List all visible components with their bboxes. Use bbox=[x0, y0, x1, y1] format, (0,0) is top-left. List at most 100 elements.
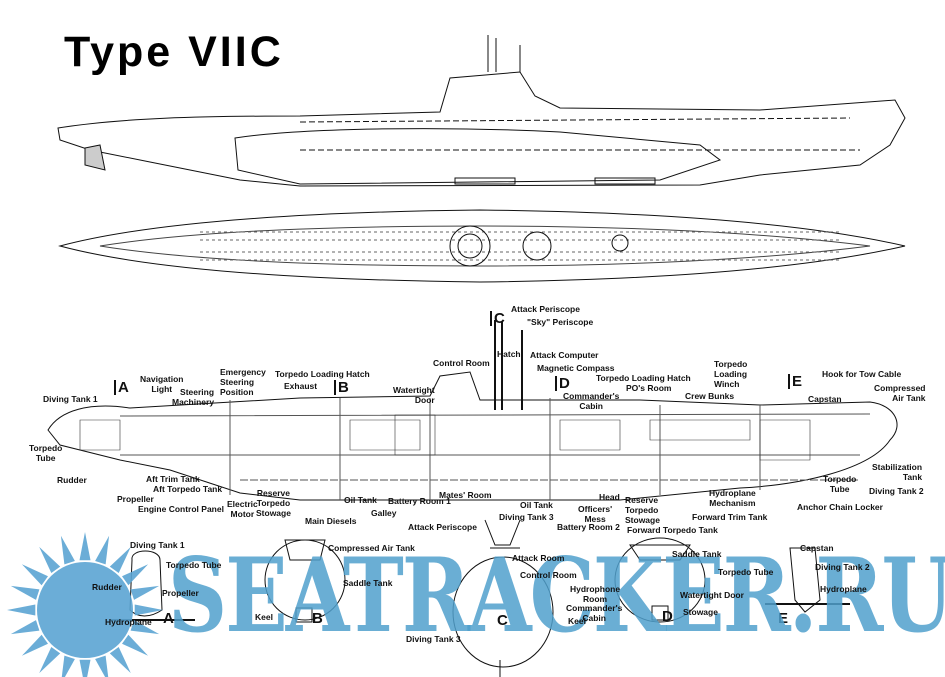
label-exhaust: Exhaust bbox=[284, 381, 318, 391]
label-reserve-torpedo-stowage-aft: Reserve Torpedo Stowage bbox=[256, 488, 291, 518]
label-hydroplane-mechanism: Hydroplane Mechanism bbox=[709, 488, 756, 508]
label-torpedo-tube-aft: Torpedo Tube bbox=[29, 443, 63, 463]
sunburst-ray bbox=[130, 585, 160, 600]
label-d-hydrophone-room: Hydrophone Room bbox=[570, 584, 621, 604]
label-b-compressed-air-tank: Compressed Air Tank bbox=[328, 543, 415, 553]
label-b-keel: Keel bbox=[255, 612, 273, 622]
label-electric-motor: Electric Motor bbox=[227, 499, 258, 519]
label-commanders-cabin: Commander's Cabin bbox=[563, 391, 620, 411]
section-marker-a: A bbox=[114, 380, 129, 395]
label-pos-room: PO's Room bbox=[626, 383, 672, 393]
label-torpedo-loading-hatch-aft: Torpedo Loading Hatch bbox=[275, 369, 370, 379]
cross-sections bbox=[110, 519, 850, 677]
section-e-letter: E bbox=[778, 610, 789, 627]
sunburst-ray bbox=[109, 546, 131, 573]
section-b-letter: B bbox=[312, 610, 323, 627]
cutaway-view bbox=[47, 320, 898, 501]
label-propeller: Propeller bbox=[117, 494, 154, 504]
label-e-torpedo-tube: Torpedo Tube bbox=[718, 567, 774, 577]
label-b-saddle-tank: Saddle Tank bbox=[343, 578, 393, 588]
label-rudder: Rudder bbox=[57, 475, 87, 485]
label-c-diving-tank-3: Diving Tank 3 bbox=[406, 634, 461, 644]
label-mates-room: Mates' Room bbox=[439, 490, 492, 500]
label-officers-mess: Officers' Mess bbox=[578, 504, 613, 524]
section-marker-b: B bbox=[334, 380, 349, 395]
sunburst-ray bbox=[95, 655, 109, 677]
label-d-stowage: Stowage bbox=[683, 607, 718, 617]
label-d-commanders-cabin: Commander's Cabin bbox=[566, 603, 623, 623]
label-e-diving-tank-2: Diving Tank 2 bbox=[815, 562, 870, 572]
sunburst-ray bbox=[21, 564, 48, 586]
label-main-diesels: Main Diesels bbox=[305, 516, 357, 526]
label-diving-tank-1: Diving Tank 1 bbox=[43, 394, 98, 404]
label-d-saddle-tank: Saddle Tank bbox=[672, 549, 722, 559]
label-steering-machinery: Steering Machinery bbox=[172, 387, 215, 407]
label-sky-periscope: "Sky" Periscope bbox=[527, 317, 594, 327]
sunburst-ray bbox=[21, 634, 48, 656]
label-forward-trim-tank: Forward Trim Tank bbox=[692, 512, 768, 522]
section-c-letter: C bbox=[497, 612, 508, 629]
label-crew-bunks: Crew Bunks bbox=[685, 391, 735, 401]
label-d-keel: Keel bbox=[568, 616, 586, 626]
label-control-room: Control Room bbox=[433, 358, 490, 368]
sunburst-ray bbox=[130, 620, 160, 635]
sunburst-ray bbox=[10, 620, 40, 635]
label-d-watertight-door: Watertight Door bbox=[680, 590, 744, 600]
sunburst-ray bbox=[109, 647, 131, 674]
watermark-sunburst bbox=[7, 532, 163, 677]
label-oil-tank-aft: Oil Tank bbox=[344, 495, 377, 505]
label-e-capstan: Capstan bbox=[800, 543, 834, 553]
section-marker-c: C bbox=[490, 311, 505, 326]
section-a-letter: A bbox=[163, 610, 174, 627]
label-galley: Galley bbox=[371, 508, 397, 518]
section-d-letter: D bbox=[662, 608, 673, 625]
label-magnetic-compass: Magnetic Compass bbox=[537, 363, 615, 373]
label-head: Head bbox=[599, 492, 620, 502]
label-attack-computer: Attack Computer bbox=[530, 350, 599, 360]
page-title: Type VIIC bbox=[64, 28, 284, 76]
label-navigation-light: Navigation Light bbox=[140, 374, 184, 394]
label-hook-for-tow-cable: Hook for Tow Cable bbox=[822, 369, 902, 379]
label-oil-tank-fwd: Oil Tank bbox=[520, 500, 553, 510]
section-marker-d: D bbox=[555, 376, 570, 391]
label-reserve-torpedo-stowage-fwd: Reserve Torpedo Stowage bbox=[625, 495, 660, 525]
sunburst-ray bbox=[79, 532, 91, 561]
label-attack-periscope-2: Attack Periscope bbox=[408, 522, 477, 532]
label-engine-control-panel: Engine Control Panel bbox=[138, 504, 224, 514]
sunburst-ray bbox=[60, 535, 75, 565]
label-a-torpedo-tube: Torpedo Tube bbox=[166, 560, 222, 570]
label-forward-torpedo-tank: Forward Torpedo Tank bbox=[627, 525, 718, 535]
label-e-hydroplane: Hydroplane bbox=[820, 584, 867, 594]
watermark-text: SEATRACKER.RU bbox=[168, 536, 945, 656]
label-anchor-chain-locker: Anchor Chain Locker bbox=[797, 502, 883, 512]
label-capstan: Capstan bbox=[808, 394, 842, 404]
label-diving-tank-3: Diving Tank 3 bbox=[499, 512, 554, 522]
label-battery-room-1: Battery Room 1 bbox=[388, 496, 451, 506]
label-aft-torpedo-tank: Aft Torpedo Tank bbox=[153, 484, 223, 494]
sunburst-ray bbox=[122, 564, 149, 586]
label-a-propeller: Propeller bbox=[162, 588, 199, 598]
top-plan-view bbox=[58, 209, 906, 283]
label-hatch: Hatch bbox=[497, 349, 521, 359]
label-torpedo-loading-winch: Torpedo Loading Winch bbox=[714, 359, 748, 389]
label-watertight-door: Watertight Door bbox=[393, 385, 435, 405]
label-torpedo-tube-fwd: Torpedo Tube bbox=[823, 474, 857, 494]
label-stabilization-tank: Stabilization Tank bbox=[872, 462, 923, 482]
sunburst-ray bbox=[122, 634, 149, 656]
label-compressed-air-tank: Compressed Air Tank bbox=[874, 383, 926, 403]
label-a-diving-tank-1: Diving Tank 1 bbox=[130, 540, 185, 550]
label-emergency-steering: Emergency Steering Position bbox=[220, 367, 266, 397]
side-profile-view bbox=[57, 35, 906, 187]
label-diving-tank-2: Diving Tank 2 bbox=[869, 486, 924, 496]
label-aft-trim-tank: Aft Trim Tank bbox=[146, 474, 200, 484]
sunburst-ray bbox=[79, 659, 91, 677]
sunburst-ray bbox=[61, 655, 75, 677]
label-a-rudder: Rudder bbox=[92, 582, 122, 592]
sunburst-ray bbox=[39, 647, 61, 674]
label-c-control-room: Control Room bbox=[520, 570, 577, 580]
label-torpedo-loading-hatch-fwd: Torpedo Loading Hatch bbox=[596, 373, 691, 383]
sunburst-ray bbox=[95, 535, 110, 565]
label-a-hydroplane: Hydroplane bbox=[105, 617, 152, 627]
